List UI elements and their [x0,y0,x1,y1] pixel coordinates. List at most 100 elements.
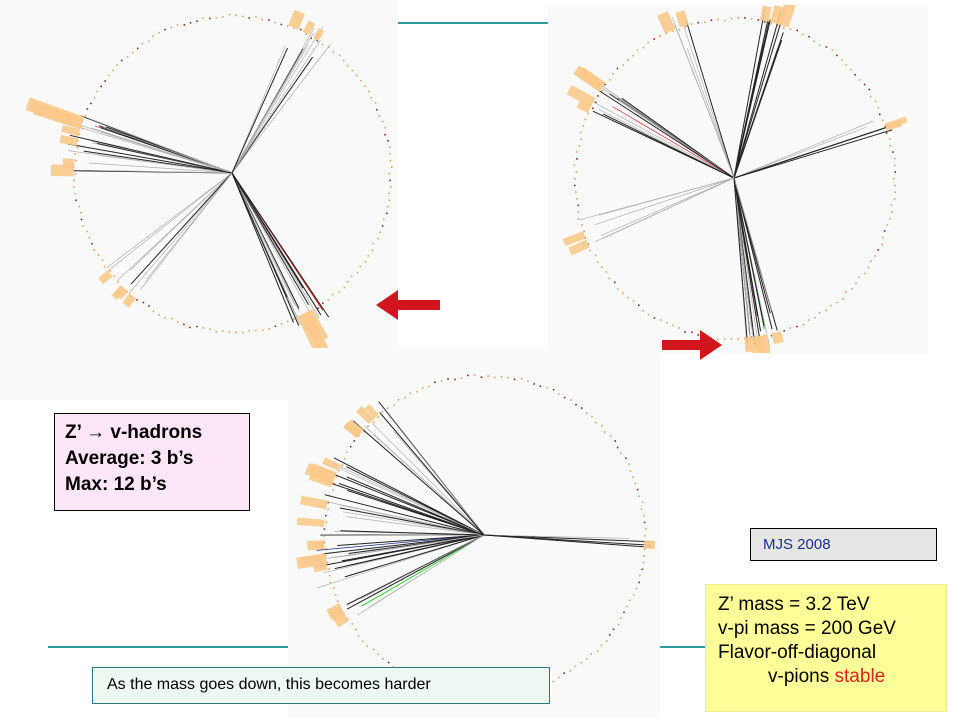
decay-arrow-icon: → [86,422,106,443]
detector-hit [377,416,379,418]
particle-track [594,177,735,243]
credit-text: MJS 2008 [763,536,831,553]
detector-hit [338,54,341,57]
vpi-mass-line: v-pi mass = 200 GeV [718,618,896,639]
detector-hit [293,27,295,29]
particle-track [67,150,233,174]
parameters-box: Z’ mass = 3.2 TeV v-pi mass = 200 GeV Fl… [705,584,947,712]
detector-hit [763,21,766,23]
calorimeter-deposit [675,10,689,28]
detector-hit [363,431,366,433]
detector-hit [164,28,166,31]
teal-rule-bottom-left [48,646,298,648]
detector-hit [372,421,375,424]
particle-track [733,24,781,179]
detector-hit [894,164,896,167]
particle-track [231,172,294,323]
detector-hit [877,249,879,251]
detector-hit [93,249,95,251]
detector-hit [334,594,337,596]
detector-hit [575,191,577,193]
detector-hit [494,376,496,379]
detector-hit [653,38,655,40]
detector-hit [684,331,686,333]
vpions-stable-line: v-pions stable [718,665,946,689]
detector-hit [569,669,572,672]
detector-hit [97,254,100,256]
detector-hit [356,74,358,77]
detector-hit [513,378,516,381]
detector-hit [539,385,542,387]
detector-hit [640,508,643,511]
detector-hit [858,276,860,279]
detector-hit [152,35,155,37]
detector-hit [628,463,630,465]
detector-hit [894,157,896,160]
detector-hit [171,317,173,320]
particle-track [231,47,289,174]
detector-hit [892,151,894,153]
detector-hit [894,171,896,173]
detector-hit [372,242,375,245]
detector-hit [387,407,389,409]
particle-track [325,481,485,536]
particle-track [106,172,233,273]
calorimeter-deposit [326,603,344,620]
detector-hit [109,270,111,272]
detector-hit [261,18,263,21]
detector-hit [107,74,110,77]
detector-hit [606,640,608,642]
detector-hit [76,146,79,149]
particle-track [733,129,893,179]
detector-hit [347,281,349,283]
detector-hit [261,329,264,331]
particle-track [99,131,233,174]
calorimeter-deposit [297,313,324,358]
detector-hit [386,212,388,215]
zprime-decay-line: Z’ → v-hadrons [65,420,249,446]
detector-hit [389,159,392,162]
calorimeter-deposit [744,337,752,353]
particle-track [316,534,485,551]
particle-track [130,172,233,285]
detector-hit [142,301,145,304]
detector-hit [575,151,578,153]
detector-hit [808,35,810,38]
detector-hit [638,304,640,306]
detector-hit [421,387,424,389]
detector-hit [389,179,391,182]
particle-track [345,516,485,536]
detector-hit [367,255,370,257]
detector-hit [869,95,872,98]
detector-hit [116,64,118,66]
particle-track [86,116,233,174]
vpions-label: v-pions [768,666,835,687]
calorimeter-deposit [657,11,676,34]
detector-hit [577,204,579,207]
particle-track [326,534,485,559]
detector-hit [388,199,391,202]
stable-highlight: stable [834,666,886,687]
detector-hit [341,464,344,466]
particle-track [231,26,324,174]
detector-hit [642,46,645,49]
detector-hit [894,184,896,187]
detector-hit [374,102,377,104]
detector-hit [364,85,366,87]
detector-hit [473,374,476,376]
detector-hit [770,22,772,25]
v-hadrons-label: v-hadrons [105,422,203,443]
detector-hit [868,88,870,91]
detector-hit [96,90,98,93]
detector-hit [737,17,739,19]
detector-hit [845,64,848,66]
particle-track [733,177,754,336]
detector-hit [867,266,870,269]
particle-track [621,97,735,179]
detector-hit [196,20,198,22]
detector-hit [355,628,357,631]
detector-hit [359,265,362,268]
detector-hit [327,508,329,511]
detector-hit [324,555,327,557]
calorimeter-deposit [301,310,330,354]
